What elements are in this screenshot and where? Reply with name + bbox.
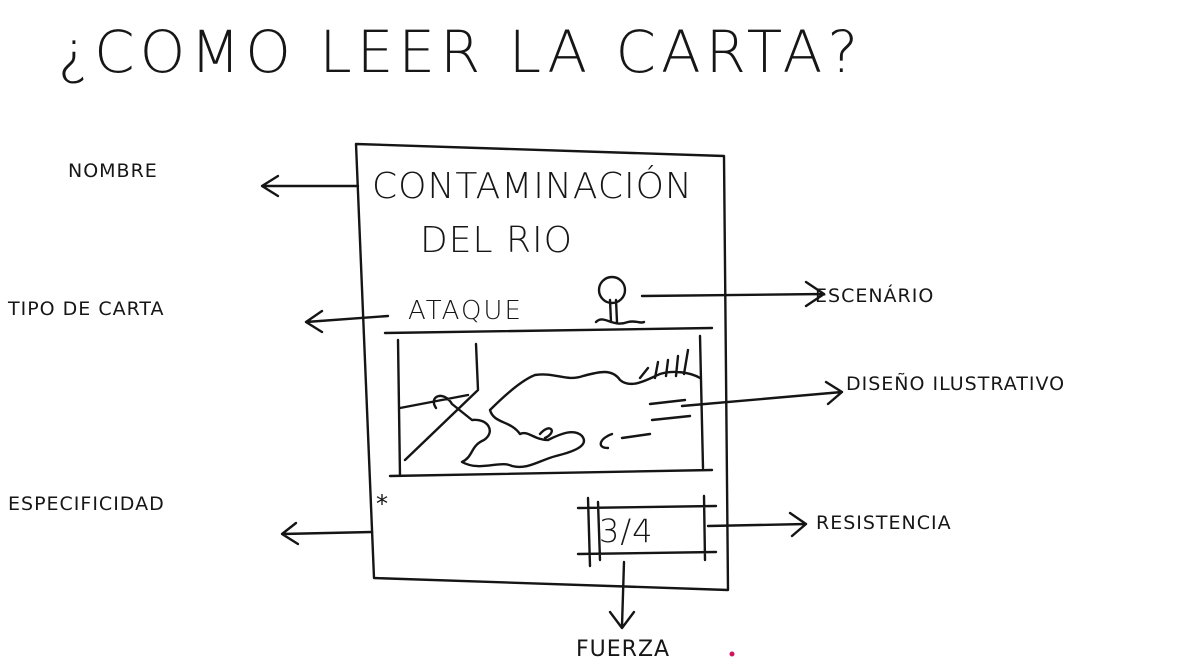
tree-icon xyxy=(594,275,646,325)
label-escenario: ESCENÁRIO xyxy=(815,285,935,307)
card-specificity-mark: * xyxy=(376,490,389,518)
card-outline xyxy=(354,142,730,592)
label-resistencia: RESISTENCIA xyxy=(816,512,952,534)
label-especificidad: ESPECIFICIDAD xyxy=(8,493,165,515)
card-name-line2: DEL RIO xyxy=(420,220,573,261)
label-tipo-de-carta: TIPO DE CARTA xyxy=(8,298,165,320)
arrow-nombre xyxy=(260,174,360,198)
arrow-tipo xyxy=(304,309,390,334)
arrow-resistencia xyxy=(706,511,808,538)
arrow-fuerza xyxy=(608,560,636,630)
stats-box xyxy=(576,494,718,568)
label-diseno-ilustrativo: DISEÑO ILUSTRATIVO xyxy=(846,373,1066,395)
label-nombre: NOMBRE xyxy=(68,160,158,182)
pink-mark xyxy=(729,651,735,657)
arrow-especificidad xyxy=(280,521,374,546)
arrow-escenario xyxy=(640,280,826,308)
illustration-sketch xyxy=(398,342,702,469)
page-title: ¿COMO LEER LA CARTA? xyxy=(58,18,864,86)
card-type: ATAQUE xyxy=(408,296,523,326)
arrow-diseno xyxy=(680,380,844,408)
card-stats: 3/4 xyxy=(599,512,654,550)
card-name-line1: CONTAMINACIÓN xyxy=(372,166,693,207)
label-fuerza: FUERZA xyxy=(576,637,671,662)
